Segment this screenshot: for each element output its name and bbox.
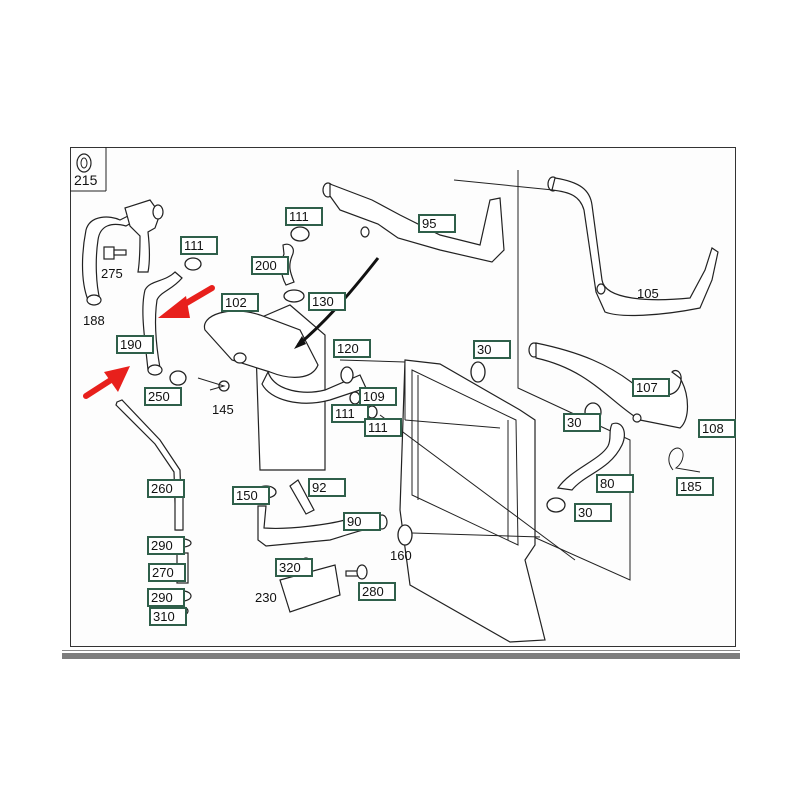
clamp-250-icon (169, 370, 187, 386)
red-arrow-up-right-icon (83, 366, 130, 399)
part-label-120[interactable]: 120 (333, 339, 371, 358)
part-label-30[interactable]: 30 (563, 413, 601, 432)
footer-bar (62, 653, 740, 659)
pipe-105 (547, 176, 719, 317)
part-label-92[interactable]: 92 (308, 478, 346, 497)
part-label-111[interactable]: 111 (180, 236, 218, 255)
part-label-111[interactable]: 111 (285, 207, 323, 226)
radiator (399, 359, 546, 643)
part-label-30[interactable]: 30 (574, 503, 612, 522)
part-label-200[interactable]: 200 (251, 256, 289, 275)
clamp-130-icon (283, 289, 305, 303)
red-arrow-down-left-icon (158, 285, 215, 318)
hose-188 (81, 199, 164, 306)
part-label-275[interactable]: 275 (101, 266, 123, 281)
part-label-310[interactable]: 310 (149, 607, 187, 626)
part-label-290[interactable]: 290 (147, 536, 185, 555)
part-label-185[interactable]: 185 (676, 477, 714, 496)
part-label-145[interactable]: 145 (212, 402, 234, 417)
part-label-90[interactable]: 90 (343, 512, 381, 531)
part-label-105[interactable]: 105 (637, 286, 659, 301)
hose-190 (142, 271, 183, 376)
bolt-275 (103, 246, 127, 260)
part-label-320[interactable]: 320 (275, 558, 313, 577)
part-label-95[interactable]: 95 (418, 214, 456, 233)
footer-divider (62, 650, 740, 651)
clamp-111b-icon (290, 226, 310, 242)
part-label-190[interactable]: 190 (116, 335, 154, 354)
bolt-280-icon (345, 564, 368, 580)
part-label-280[interactable]: 280 (358, 582, 396, 601)
part-label-270[interactable]: 270 (148, 563, 186, 582)
part-label-260[interactable]: 260 (147, 479, 185, 498)
hose-80 (556, 422, 625, 491)
clamp-30c-icon (546, 497, 566, 513)
part-label-130[interactable]: 130 (308, 292, 346, 311)
part-label-188[interactable]: 188 (83, 313, 105, 328)
part-label-150[interactable]: 150 (232, 486, 270, 505)
pipe-107 (528, 342, 689, 429)
pipe-260 (115, 399, 184, 531)
hose-92 (289, 479, 315, 515)
part-label-109[interactable]: 109 (359, 387, 397, 406)
clamp-120-icon (340, 366, 354, 384)
part-label-160[interactable]: 160 (390, 548, 412, 563)
pipe-95 (322, 182, 505, 263)
expansion-tank (203, 304, 367, 471)
inset-215 (70, 147, 107, 192)
part-label-111[interactable]: 111 (331, 404, 369, 423)
part-label-102[interactable]: 102 (221, 293, 259, 312)
pointer-arrowhead-icon (294, 336, 306, 349)
part-label-250[interactable]: 250 (144, 387, 182, 406)
grommet-icon (76, 153, 92, 173)
clamp-30a-icon (470, 361, 486, 383)
part-label-290[interactable]: 290 (147, 588, 185, 607)
clip-185-icon (668, 447, 701, 473)
part-label-230[interactable]: 230 (255, 590, 277, 605)
clamp-160-icon (397, 524, 413, 546)
part-label-30[interactable]: 30 (473, 340, 511, 359)
part-label-107[interactable]: 107 (632, 378, 670, 397)
part-label-108[interactable]: 108 (698, 419, 736, 438)
part-label-80[interactable]: 80 (596, 474, 634, 493)
clamp-111-icon (184, 257, 202, 271)
part-label-111[interactable]: 111 (364, 418, 402, 437)
part-label-215[interactable]: 215 (74, 172, 98, 188)
